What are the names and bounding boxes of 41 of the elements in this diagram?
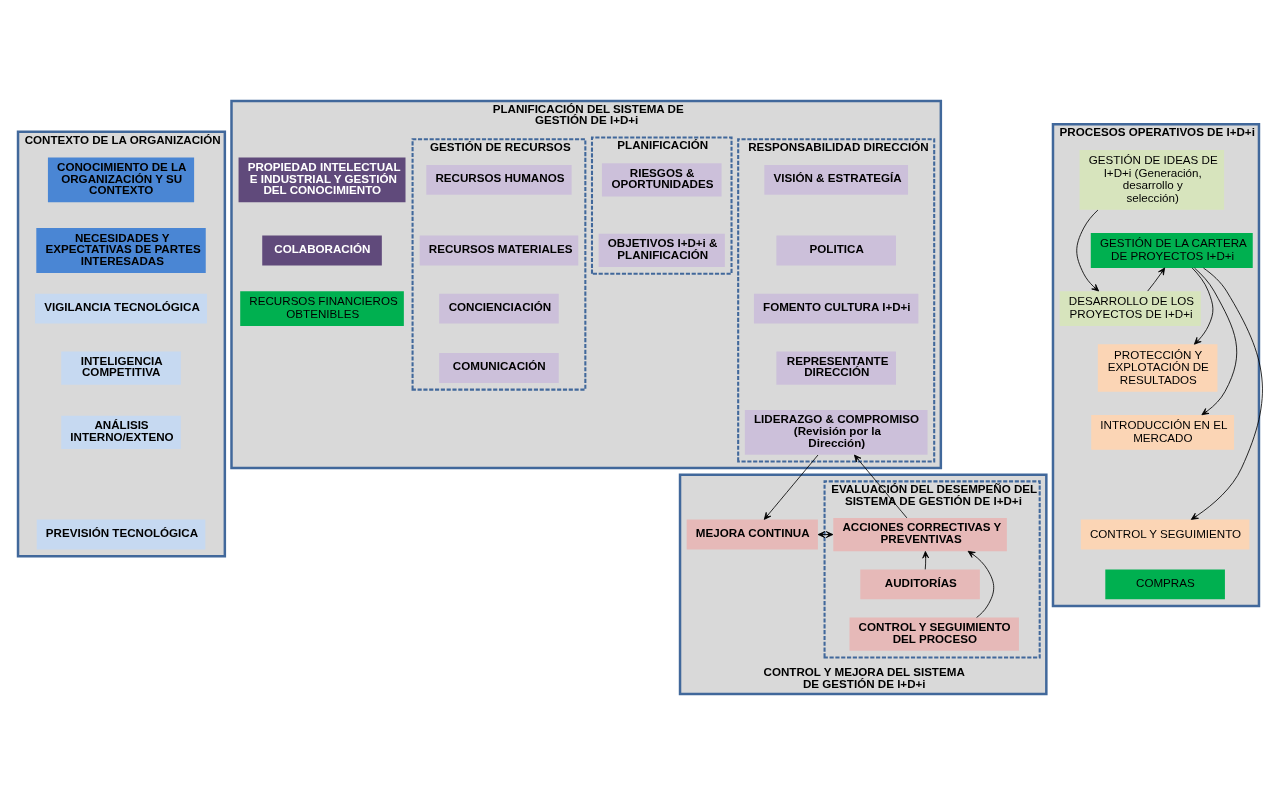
arrow (817, 530, 834, 538)
arrow (1147, 267, 1166, 291)
node-box: POLITICA (776, 235, 896, 265)
node-box: COMUNICACIÓN (439, 352, 559, 383)
node-box: GESTIÓN DE IDEAS DE I+D+i (Generación, desarrollo y selección) (1079, 149, 1225, 210)
node-box: NECESIDADES Y EXPECTATIVAS DE PARTES INTERESADAS (36, 227, 206, 273)
node-box: CONCIENCIACIÓN (439, 293, 559, 324)
node-box: GESTIÓN DE LA CARTERA DE PROYECTOS I+D+i (1090, 232, 1253, 268)
arrow (763, 454, 819, 520)
node-box: DESARROLLO DE LOS PROYECTOS DE I+D+i (1059, 290, 1201, 326)
node-box: ANÁLISIS INTERNO/EXTENO (61, 415, 181, 449)
arrow (922, 550, 930, 570)
node-box: CONTROL Y SEGUIMIENTO DEL PROCESO (849, 617, 1019, 651)
arrow (854, 454, 908, 518)
node-box: LIDERAZGO & COMPROMISO (Revisión por la Dirección) (744, 409, 928, 455)
arrow (1194, 267, 1238, 415)
node-box: PROTECCIÓN Y EXPLOTACIÓN DE RESULTADOS (1097, 343, 1218, 392)
node-box: INTRODUCCIÓN EN EL MERCADO (1091, 414, 1235, 450)
node-box: COMPRAS (1105, 568, 1225, 599)
node-box: PREVISIÓN TECNOLÓGICA (36, 519, 206, 549)
node-box: INTELIGENCIA COMPETITIVA (61, 350, 181, 385)
node-box: CONTROL Y SEGUIMIENTO (1080, 519, 1250, 549)
node-box: AUDITORÍAS (860, 568, 980, 599)
node-box: MEJORA CONTINUA (686, 519, 818, 549)
node-box: RECURSOS MATERIALES (419, 235, 579, 265)
node-box: REPRESENTANTE DIRECCIÓN (776, 350, 896, 385)
node-box: RECURSOS FINANCIEROS OBTENIBLES (240, 290, 404, 326)
arrow (1076, 209, 1100, 291)
node-box: ACCIONES CORRECTIVAS Y PREVENTIVAS (833, 517, 1007, 551)
node-box: COLABORACIÓN (262, 235, 382, 265)
arrow (1190, 267, 1263, 520)
node-box: VISIÓN & ESTRATEGÍA (764, 164, 909, 195)
node-box: PROPIEDAD INTELECTUAL E INDUSTRIAL Y GESTIÓN DEL CONOCIMIENTO (238, 156, 406, 202)
node-box: VIGILANCIA TECNOLÓGICA (35, 293, 207, 324)
node-box: CONOCIMIENTO DE LA ORGANIZACIÓN Y SU CONTEXTO (47, 156, 195, 202)
arrow (1191, 267, 1214, 345)
node-box: RECURSOS HUMANOS (426, 164, 572, 195)
node-box: OBJETIVOS I+D+i & PLANIFICACIÓN (598, 233, 725, 267)
node-box: FOMENTO CULTURA I+D+i (753, 293, 919, 324)
arrow (967, 550, 995, 618)
node-box: RIESGOS & OPORTUNIDADES (601, 162, 722, 196)
